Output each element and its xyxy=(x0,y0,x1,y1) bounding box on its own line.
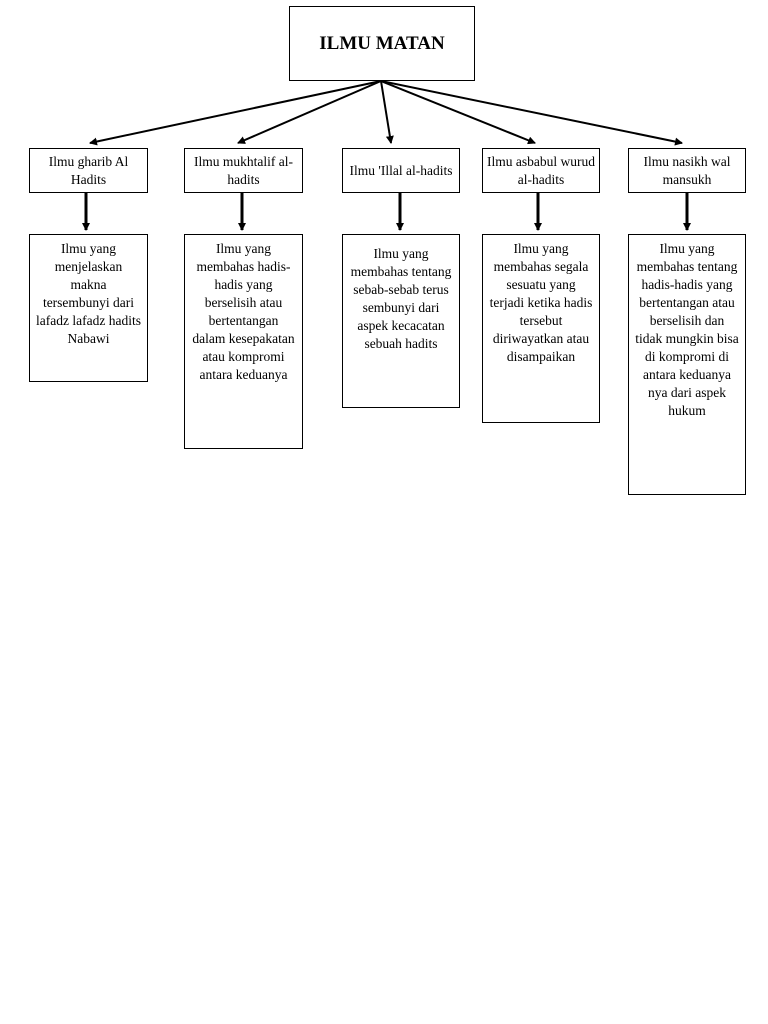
branch-4-description: Ilmu yang membahas segala sesuatu yang t… xyxy=(489,241,593,364)
root-node: ILMU MATAN xyxy=(289,6,475,81)
arrow-root-to-branch-5 xyxy=(380,80,683,146)
branch-3-title: Ilmu 'Illal al-hadits xyxy=(349,162,453,178)
root-title: ILMU MATAN xyxy=(319,32,445,54)
branch-4-title: Ilmu asbabul wurud al-hadits xyxy=(487,153,595,187)
branch-2-description: Ilmu yang membahas hadis-hadis yang bers… xyxy=(192,241,295,382)
branch-1-description: Ilmu yang menjelaskan makna tersembunyi … xyxy=(36,241,141,346)
branch-3-node: Ilmu 'Illal al-hadits xyxy=(342,148,460,193)
arrow-root-to-branch-3 xyxy=(380,80,394,144)
branch-1-description-box: Ilmu yang menjelaskan makna tersembunyi … xyxy=(29,234,148,382)
branch-3-description-box: Ilmu yang membahas tentang sebab-sebab t… xyxy=(342,234,460,408)
branch-3-description: Ilmu yang membahas tentang sebab-sebab t… xyxy=(350,246,452,351)
branch-2-node: Ilmu mukhtalif al-hadits xyxy=(184,148,303,193)
arrow-root-to-branch-2 xyxy=(237,80,382,144)
branch-5-title: Ilmu nasikh wal mansukh xyxy=(643,153,731,187)
arrow-root-to-branch-1 xyxy=(89,80,382,146)
arrow-root-to-branch-4 xyxy=(380,80,536,145)
branch-2-title: Ilmu mukhtalif al-hadits xyxy=(194,153,293,187)
branch-5-node: Ilmu nasikh wal mansukh xyxy=(628,148,746,193)
branch-1-node: Ilmu gharib Al Hadits xyxy=(29,148,148,193)
branch-4-node: Ilmu asbabul wurud al-hadits xyxy=(482,148,600,193)
branch-2-description-box: Ilmu yang membahas hadis-hadis yang bers… xyxy=(184,234,303,449)
branch-1-title: Ilmu gharib Al Hadits xyxy=(48,153,129,187)
branch-5-description-box: Ilmu yang membahas tentang hadis-hadis y… xyxy=(628,234,746,495)
branch-4-description-box: Ilmu yang membahas segala sesuatu yang t… xyxy=(482,234,600,423)
branch-5-description: Ilmu yang membahas tentang hadis-hadis y… xyxy=(635,241,739,418)
